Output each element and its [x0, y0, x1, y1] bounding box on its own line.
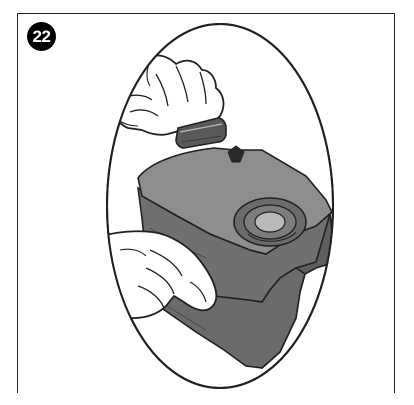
step-number-badge: 22	[27, 22, 56, 51]
tank-opening-inner	[254, 211, 286, 233]
lower-hand	[107, 230, 218, 321]
